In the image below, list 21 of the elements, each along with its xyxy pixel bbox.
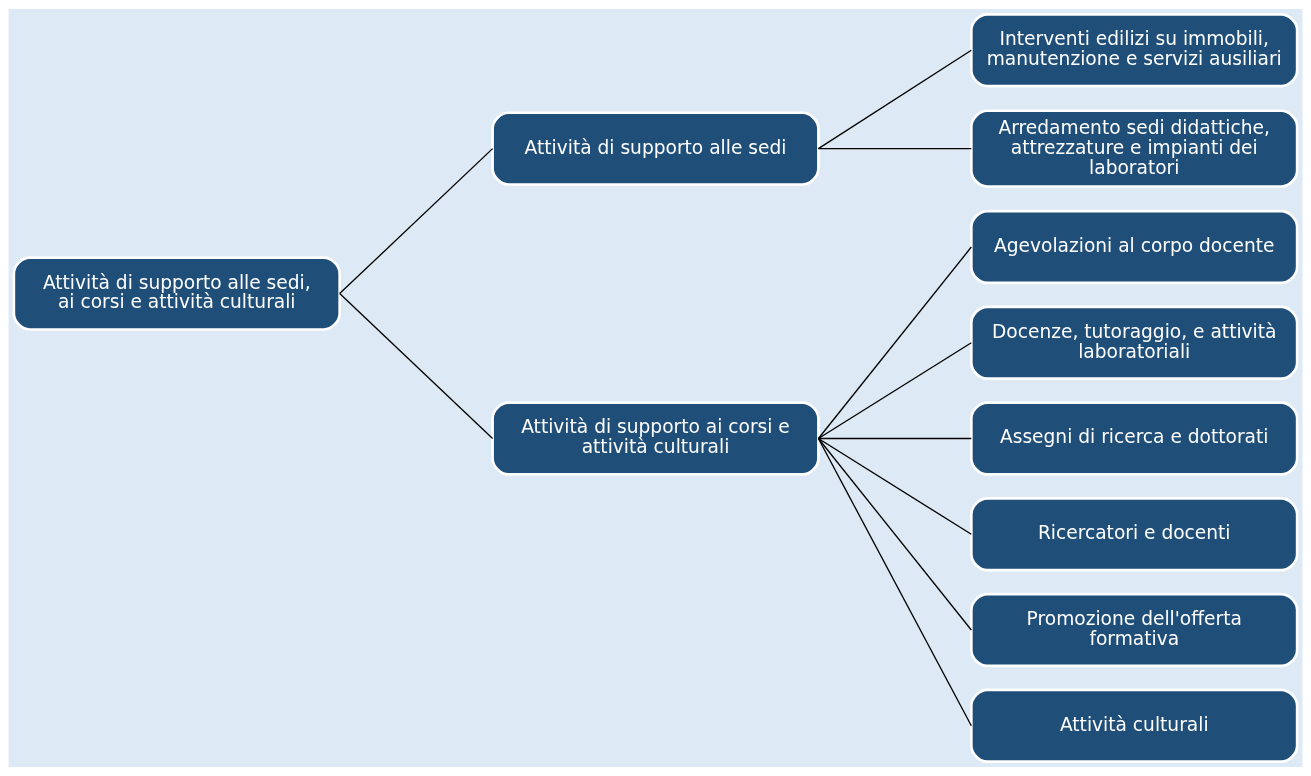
- connector: [817, 437, 972, 631]
- node-box: Agevolazioni al corpo docente: [970, 209, 1299, 285]
- connector: [817, 437, 972, 727]
- node-box: Attività di supporto alle sedi, ai corsi e attività culturali: [12, 256, 341, 331]
- node-box: Attività culturali: [970, 688, 1299, 763]
- connector: [817, 437, 972, 440]
- connector: [817, 147, 972, 150]
- connector: [817, 437, 972, 535]
- connector: [817, 342, 972, 440]
- node-box: Interventi edilizi su immobili, manutenzione e servizi ausiliari: [970, 13, 1299, 88]
- node-box: Assegni di ricerca e dottorati: [970, 401, 1299, 476]
- node-box: Ricercatori e docenti: [970, 497, 1299, 572]
- node-box: Promozione dell'offerta formativa: [970, 592, 1299, 668]
- connector: [339, 292, 494, 440]
- connector: [339, 147, 494, 295]
- node-box: Attività di supporto ai corsi e attività culturali: [491, 401, 820, 476]
- connector: [817, 49, 972, 150]
- node-box: Attività di supporto alle sedi: [491, 111, 820, 186]
- connector: [817, 246, 972, 440]
- node-box: Arredamento sedi didattiche, attrezzature e impianti dei laboratori: [970, 109, 1299, 188]
- node-box: Docenze, tutoraggio, e attività laboratoriali: [970, 305, 1299, 380]
